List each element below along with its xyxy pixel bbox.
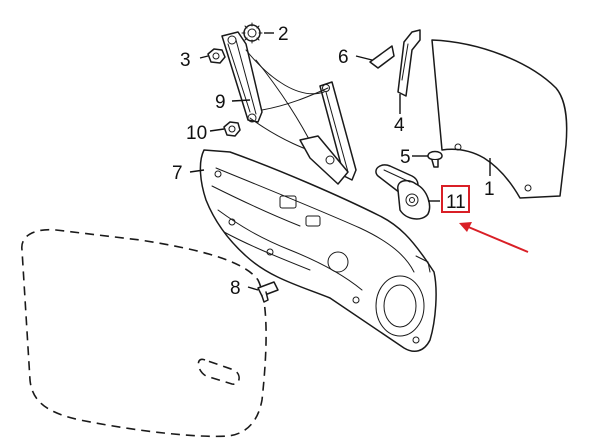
screw-part-5 [427,150,443,168]
leader-lines [189,32,491,291]
nut-part-10 [223,121,241,137]
highlight-box [441,185,470,213]
callout-labels: 2 3 6 9 4 10 5 7 1 8 11 [172,24,495,299]
callout-7: 7 [172,163,183,184]
retainer-clip [257,281,279,303]
window-regulator [221,31,357,185]
highlight-arrowhead [459,222,472,232]
regulator-drive-gear [241,22,263,44]
nut-part-3 [207,48,226,64]
callout-5: 5 [400,147,411,168]
callout-11: 11 [446,192,466,213]
callout-4: 4 [394,115,405,136]
mirror-trim-triangle [369,45,395,69]
callout-3: 3 [180,50,191,71]
highlight-arrow [465,225,529,253]
door-outer-panel-outline [21,228,267,438]
callout-1: 1 [484,179,495,200]
callout-10: 10 [186,123,207,144]
highlight-callout-11 [441,185,529,253]
callout-8: 8 [230,278,241,299]
callout-9: 9 [215,92,226,113]
window-regulator-motor [375,164,431,220]
callout-6: 6 [338,47,349,68]
callout-2: 2 [278,24,289,45]
door-inner-frame [199,149,437,353]
glass-run-channel [397,29,421,97]
door-window-glass [431,39,568,199]
